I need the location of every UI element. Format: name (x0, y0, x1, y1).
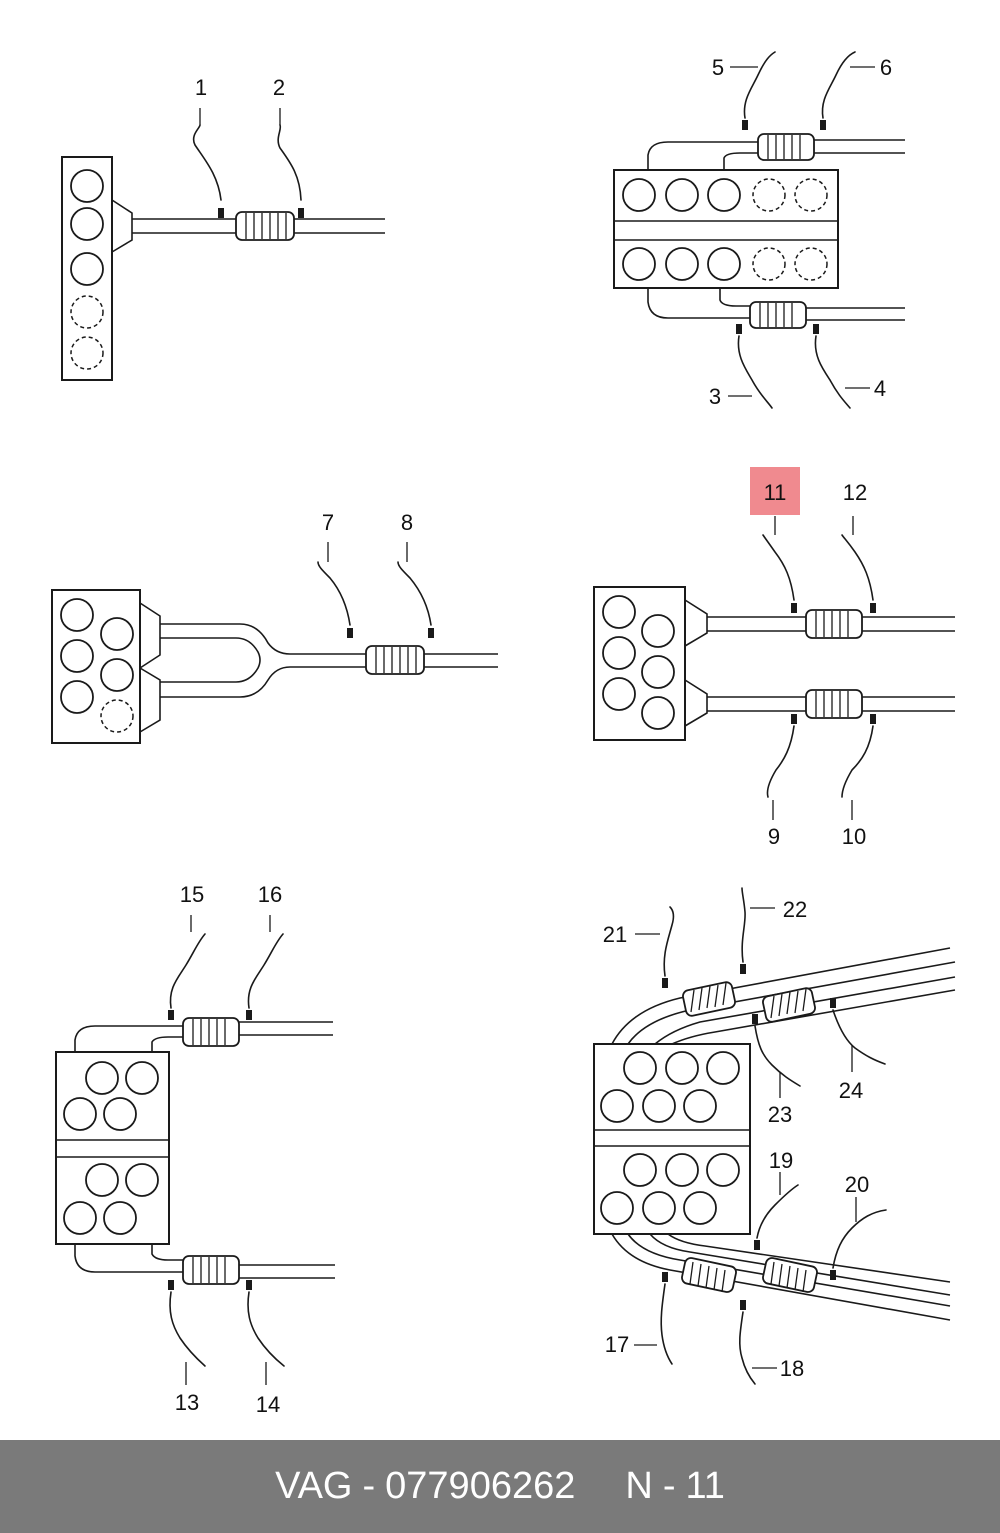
callout-labels: 1 2 3 4 5 6 7 8 9 10 11 12 13 14 15 16 1… (175, 55, 892, 1417)
highlight-box (750, 467, 800, 515)
label-13: 13 (175, 1390, 199, 1415)
exhaust-sensor-diagram: 1 2 3 4 5 6 7 8 9 10 11 12 13 14 15 16 1… (51, 51, 956, 1417)
label-5: 5 (712, 55, 724, 80)
panel-v-engine-two-cats (613, 51, 905, 409)
label-20: 20 (845, 1172, 869, 1197)
panel-stacked-banks (55, 915, 335, 1385)
label-6: 6 (880, 55, 892, 80)
label-3: 3 (709, 384, 721, 409)
panel-inline-single-cat (61, 108, 385, 381)
label-23: 23 (768, 1102, 792, 1127)
part-number: 077906262 (385, 1465, 576, 1507)
label-4: 4 (874, 376, 886, 401)
label-11: 11 (764, 480, 787, 505)
label-9: 9 (768, 824, 780, 849)
label-7: 7 (322, 510, 334, 535)
footer-dash: - (362, 1465, 376, 1507)
footer-dash-2: - (662, 1465, 676, 1507)
label-15: 15 (180, 882, 204, 907)
panel-w-engine-four-cats (593, 887, 956, 1385)
label-14: 14 (256, 1392, 280, 1417)
label-16: 16 (258, 882, 282, 907)
label-19: 19 (769, 1148, 793, 1173)
label-18: 18 (780, 1356, 804, 1381)
part-info-footer: VAG - 077906262 N - 11 (0, 1440, 1000, 1533)
panel-twin-separate-cats (593, 516, 955, 820)
label-10: 10 (842, 824, 866, 849)
panel-y-pipe-single-cat (51, 542, 498, 744)
label-12: 12 (843, 480, 867, 505)
position-letter: N (625, 1465, 653, 1507)
position-number: 11 (685, 1465, 725, 1507)
label-22: 22 (783, 897, 807, 922)
label-2: 2 (273, 75, 285, 100)
label-21: 21 (603, 922, 627, 947)
label-24: 24 (839, 1078, 863, 1103)
brand-label: VAG (275, 1465, 353, 1507)
label-1: 1 (195, 75, 207, 100)
label-8: 8 (401, 510, 413, 535)
label-17: 17 (605, 1332, 629, 1357)
